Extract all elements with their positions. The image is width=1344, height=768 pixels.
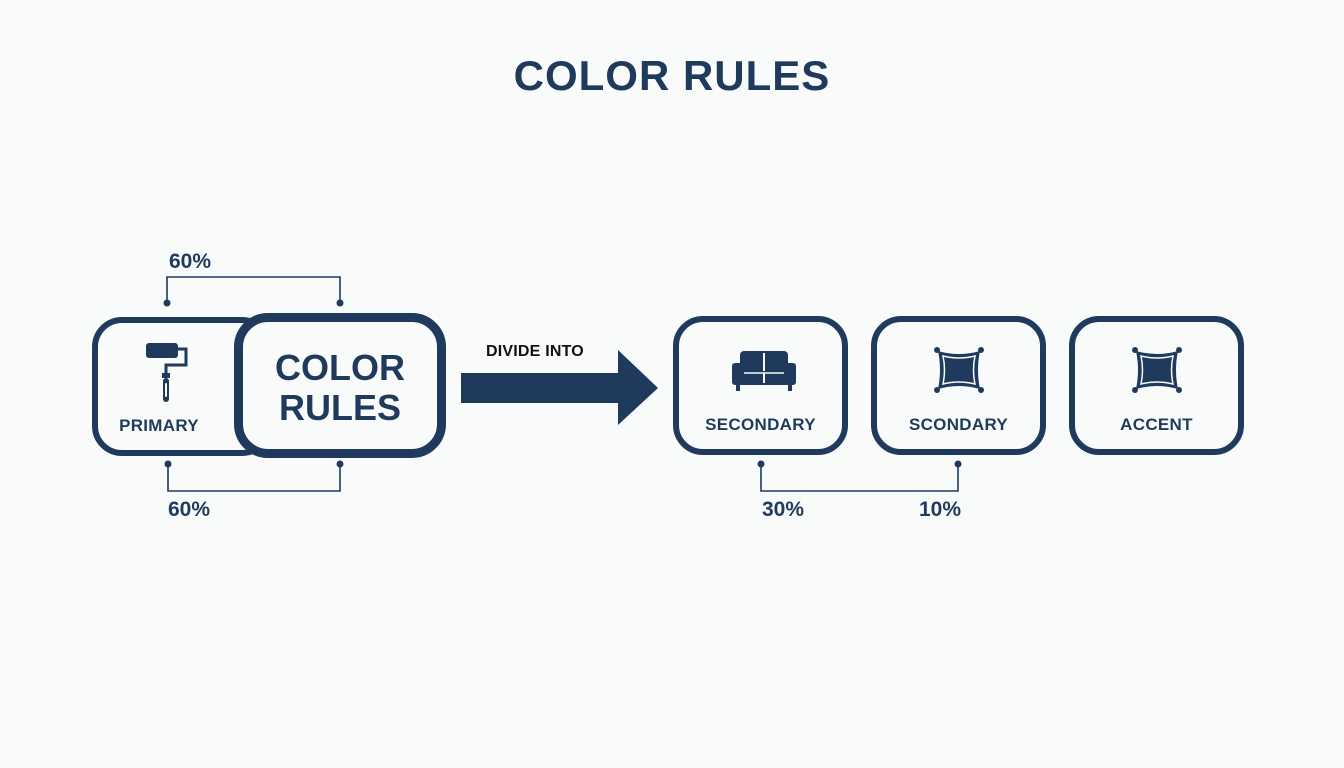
top-bracket-dot-left bbox=[163, 299, 171, 307]
pillow-icon bbox=[934, 347, 984, 393]
top-bracket-dot-right bbox=[336, 299, 344, 307]
accent-label: ACCENT bbox=[1120, 415, 1193, 434]
top-bracket bbox=[166, 276, 341, 303]
secondary-box: SECONDARY bbox=[673, 316, 848, 455]
color-rules-label: COLOR RULES bbox=[275, 347, 405, 428]
percent-accent-label: 10% bbox=[919, 498, 962, 521]
scondary-box: SCONDARY bbox=[871, 316, 1046, 455]
sofa-icon bbox=[732, 351, 796, 391]
bottom-bracket-dot-left bbox=[164, 460, 172, 468]
bottom-bracket-dot-right bbox=[336, 460, 344, 468]
right-bracket bbox=[760, 464, 959, 492]
scondary-label: SCONDARY bbox=[908, 415, 1009, 434]
right-bracket-dot-left bbox=[757, 460, 765, 468]
diagram-title: COLOR RULES bbox=[513, 52, 831, 99]
color-rules-box: COLOR RULES bbox=[234, 313, 446, 458]
pillow-icon bbox=[1132, 347, 1182, 393]
accent-box: ACCENT bbox=[1069, 316, 1244, 455]
percent-secondary-label: 30% bbox=[762, 498, 805, 521]
secondary-label: SECONDARY bbox=[705, 415, 816, 434]
primary-label: PRIMARY bbox=[119, 416, 199, 435]
right-bracket-dot-right bbox=[954, 460, 962, 468]
bottom-bracket bbox=[167, 464, 341, 492]
paint-roller-icon bbox=[146, 343, 188, 402]
divide-into-label: DIVIDE INTO bbox=[486, 343, 584, 360]
divide-arrow bbox=[461, 350, 658, 425]
percent-top-label: 60% bbox=[169, 250, 212, 273]
percent-bottom-label: 60% bbox=[168, 498, 211, 521]
